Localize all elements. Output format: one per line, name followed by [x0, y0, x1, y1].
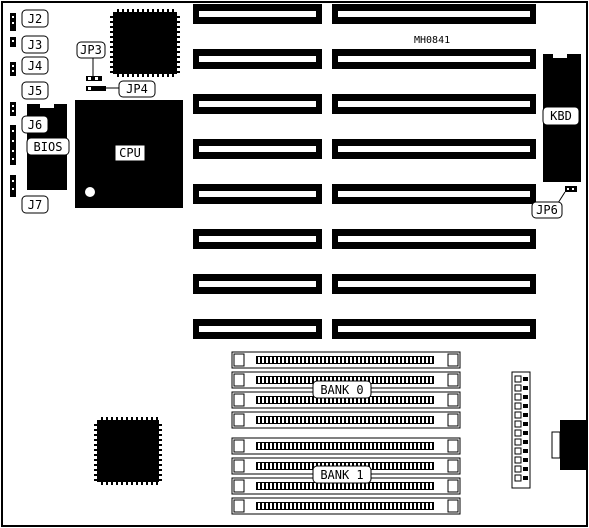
jp3-label: JP3 [80, 43, 102, 57]
simm-slot [231, 477, 461, 495]
cpu-chip [75, 100, 183, 208]
expansion-slot [193, 319, 322, 339]
bank0-box [312, 380, 372, 399]
expansion-slot [193, 229, 322, 249]
top-chip [110, 9, 180, 77]
simm-slot [231, 351, 461, 369]
bios-label: BIOS [34, 140, 63, 154]
bank1-box [312, 465, 372, 484]
expansion-slot [332, 139, 536, 159]
left-jumpers [10, 13, 16, 197]
j5-label: J5 [28, 84, 42, 98]
j6-label: J6 [28, 118, 42, 132]
bottom-left-chip [94, 417, 162, 485]
cpu-label: CPU [119, 146, 141, 160]
expansion-slot [193, 184, 322, 204]
simm-slot [231, 371, 461, 389]
expansion-slots [193, 4, 536, 339]
jp6-label: JP6 [536, 203, 558, 217]
expansion-slot [193, 49, 322, 69]
bank1-label: BANK 1 [320, 468, 363, 482]
expansion-slot [193, 94, 322, 114]
expansion-slot [332, 274, 536, 294]
expansion-slot [332, 184, 536, 204]
expansion-slot [332, 94, 536, 114]
jp6-jumper [531, 186, 577, 219]
kbd-label: KBD [550, 109, 572, 123]
kbd-chip [542, 54, 581, 182]
simm-slot [231, 411, 461, 429]
simm-slot [231, 497, 461, 515]
expansion-slot [332, 229, 536, 249]
expansion-slot [193, 274, 322, 294]
j-label-boxes [21, 9, 49, 214]
j4-label: J4 [28, 59, 42, 73]
simm-slot [231, 437, 461, 455]
keyboard-connector [551, 420, 586, 470]
j2-label: J2 [28, 12, 42, 26]
expansion-slot [193, 4, 322, 24]
expansion-slot [332, 49, 536, 69]
power-connector [511, 371, 531, 489]
expansion-slot [332, 4, 536, 24]
bank0-label: BANK 0 [320, 383, 363, 397]
expansion-slot [332, 319, 536, 339]
j3-label: J3 [28, 38, 42, 52]
jp3-jp4-jumpers [76, 41, 156, 98]
jp4-label: JP4 [126, 82, 148, 96]
j7-label: J7 [28, 198, 42, 212]
figure-code: MH0841 [414, 35, 450, 46]
simm-slots [231, 351, 461, 515]
expansion-slot [193, 139, 322, 159]
